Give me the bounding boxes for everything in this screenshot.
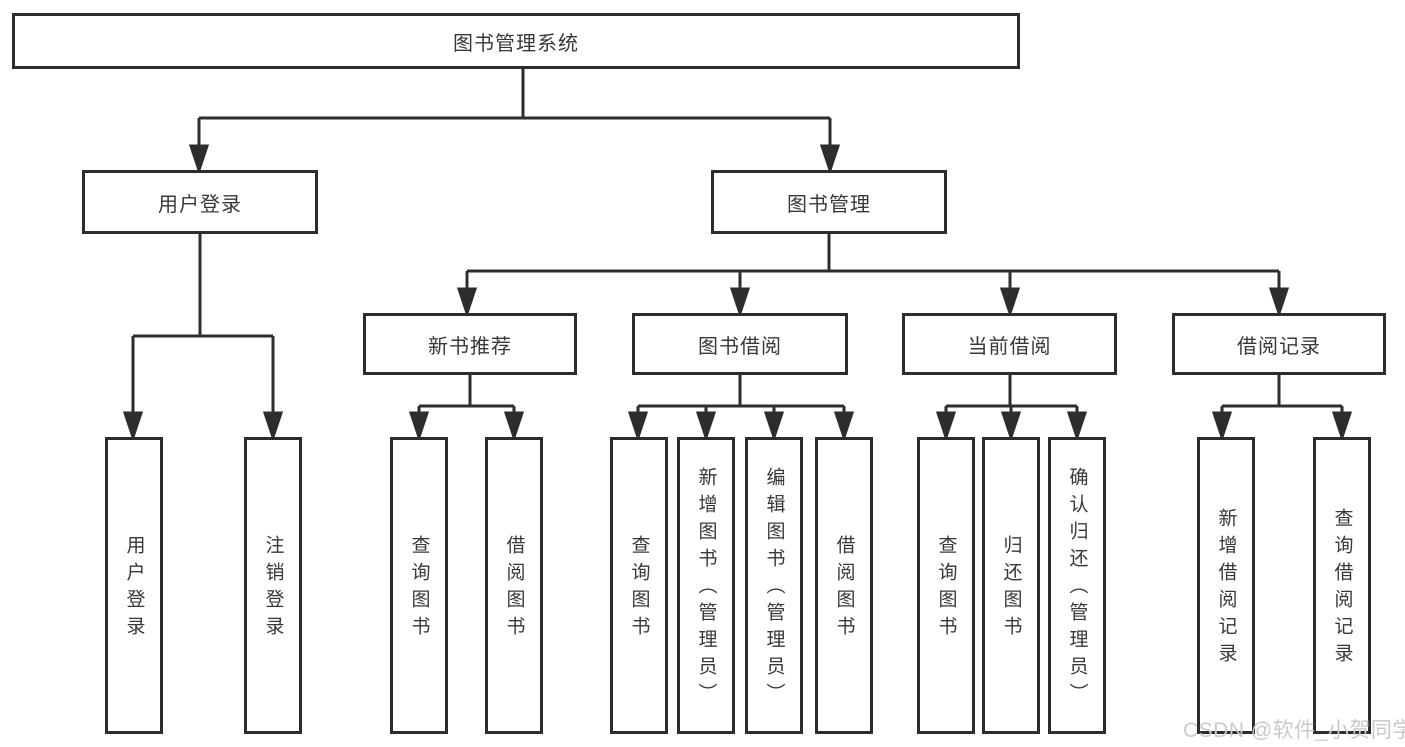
arrow-down-icon [1211,411,1233,442]
arrow-down-icon [503,411,525,442]
arrow-down-icon [1000,411,1022,442]
node-new-book-recommendation: 新书推荐 [363,313,577,375]
node-user-login: 用户登录 [82,170,318,234]
arrow-down-icon [935,411,957,442]
node-current-borrowing: 当前借阅 [902,313,1117,375]
node-label: 当前借阅 [967,335,1052,358]
node-label: 图书借阅 [698,335,782,358]
leaf-query-books-recommend: 查询图书 [390,437,448,734]
node-label: 图书管理 [787,193,871,216]
csdn-watermark: CSDN @软件_小贺同学 [1183,719,1405,742]
arrow-down-icon [1331,411,1353,442]
arrow-down-icon [833,411,855,442]
connector-book-mgmt-children [456,234,1290,318]
arrow-down-icon [627,411,649,442]
arrow-down-icon [695,411,717,442]
connector-new-book-children [408,375,525,442]
node-borrowing-records: 借阅记录 [1172,313,1386,375]
connector-borrowing-children [627,375,855,442]
leaf-confirm-return-admin: 确认归还（管理员） [1048,437,1106,734]
arrow-down-icon [408,411,430,442]
node-label: 图书管理系统 [453,32,579,55]
arrow-down-icon [122,411,144,442]
node-book-management: 图书管理 [711,170,947,234]
arrow-down-icon [729,287,751,318]
connector-user-login-children [122,234,284,442]
arrow-down-icon [1268,287,1290,318]
leaf-query-books-borrowing: 查询图书 [610,437,668,734]
arrow-down-icon [456,287,478,318]
node-book-borrowing: 图书借阅 [632,313,848,375]
arrow-down-icon [1066,411,1088,442]
arrow-down-icon [999,287,1021,318]
node-library-management-system: 图书管理系统 [12,13,1020,69]
node-label: 新书推荐 [428,335,512,358]
leaf-borrow-books-borrowing: 借阅图书 [815,437,873,734]
leaf-return-books: 归还图书 [982,437,1040,734]
arrow-down-icon [763,411,785,442]
leaf-logout: 注销登录 [244,437,302,734]
leaf-add-book-admin: 新增图书（管理员） [677,437,735,734]
node-label: 用户登录 [158,193,242,216]
connector-current-children [935,375,1088,442]
connector-records-children [1211,375,1353,442]
leaf-borrow-books-recommend: 借阅图书 [485,437,543,734]
leaf-edit-book-admin: 编辑图书（管理员） [745,437,803,734]
leaf-add-borrow-record: 新增借阅记录 [1197,437,1255,734]
node-label: 借阅记录 [1237,335,1321,358]
arrow-down-icon [188,144,210,175]
arrow-down-icon [819,144,841,175]
leaf-user-login: 用户登录 [105,437,163,734]
connector-root-to-level2 [188,69,841,175]
arrow-down-icon [262,411,284,442]
leaf-query-books-current: 查询图书 [917,437,975,734]
leaf-query-borrow-record: 查询借阅记录 [1313,437,1371,734]
